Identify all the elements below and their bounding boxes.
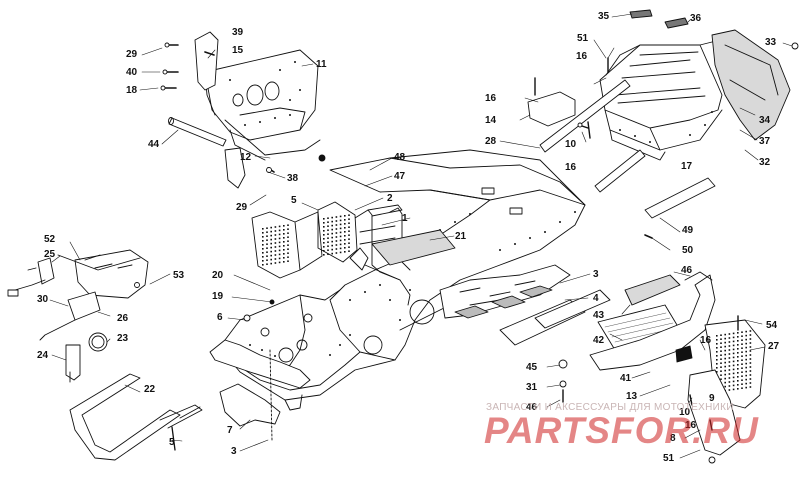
callout-42: 42 (593, 335, 605, 346)
callout-46-upper: 46 (681, 265, 693, 276)
callout-27: 27 (768, 341, 780, 352)
callout-8: 8 (670, 433, 676, 444)
callout-3-upper: 3 (593, 269, 599, 280)
callout-2: 2 (387, 193, 393, 204)
callout-10-upper: 10 (565, 139, 577, 150)
watermark-tagline: ЗАПЧАСТИ И АКСЕССУАРЫ ДЛЯ МОТОТЕХНИКИ (486, 402, 734, 413)
callout-11: 11 (316, 59, 327, 70)
callout-53: 53 (173, 270, 185, 281)
mesh-guard (251, 201, 358, 279)
callout-16-e: 16 (685, 420, 697, 431)
callout-25: 25 (44, 249, 56, 260)
callout-9: 9 (709, 393, 715, 404)
callout-44: 44 (148, 139, 160, 150)
callout-28: 28 (485, 136, 497, 147)
callout-52: 52 (44, 234, 56, 245)
callout-7: 7 (227, 425, 233, 436)
tail-light-assembly (7, 249, 149, 383)
callout-1: 1 (402, 213, 408, 224)
callout-14: 14 (485, 115, 497, 126)
callout-12: 12 (240, 152, 252, 163)
footrest-assembly (499, 271, 766, 464)
callout-54: 54 (766, 320, 778, 331)
callout-32: 32 (759, 157, 771, 168)
upper-bracket-assembly (160, 31, 326, 189)
callout-15: 15 (232, 45, 244, 56)
callout-13: 13 (626, 391, 638, 402)
callout-35: 35 (598, 11, 610, 22)
callout-10-lower: 10 (679, 407, 691, 418)
callout-3-lower: 3 (231, 446, 237, 457)
front-bumper (69, 373, 203, 461)
callout-45: 45 (526, 362, 538, 373)
callout-34: 34 (759, 115, 771, 126)
callout-39: 39 (232, 27, 244, 38)
callout-43: 43 (593, 310, 605, 321)
callout-26: 26 (117, 313, 129, 324)
callout-16-b: 16 (485, 93, 497, 104)
callout-19: 19 (212, 291, 224, 302)
callout-41: 41 (620, 373, 632, 384)
callout-24: 24 (37, 350, 49, 361)
leader-lines (49, 13, 793, 459)
callout-23: 23 (117, 333, 129, 344)
callout-40: 40 (126, 67, 138, 78)
callout-5-lower: 5 (169, 437, 175, 448)
callout-6: 6 (217, 312, 223, 323)
callout-31: 31 (526, 382, 538, 393)
callout-51-upper: 51 (577, 33, 589, 44)
callout-51-lower: 51 (663, 453, 675, 464)
callout-38: 38 (287, 173, 299, 184)
callout-30: 30 (37, 294, 49, 305)
callout-5-upper: 5 (291, 195, 297, 206)
callout-47: 47 (394, 171, 406, 182)
callout-37: 37 (759, 136, 771, 147)
callout-49: 49 (682, 225, 694, 236)
callout-4: 4 (593, 293, 599, 304)
watermark-logo: PARTSFOR.RU (484, 410, 759, 451)
callout-50: 50 (682, 245, 694, 256)
rear-rack-assembly (527, 9, 799, 239)
callout-46-lower: 46 (526, 402, 538, 413)
callout-29-upper: 29 (126, 49, 138, 60)
callout-22: 22 (144, 384, 156, 395)
callout-33: 33 (765, 37, 777, 48)
callout-16-d: 16 (700, 335, 712, 346)
callout-17: 17 (681, 161, 693, 172)
callout-18: 18 (126, 85, 138, 96)
callout-48: 48 (394, 152, 406, 163)
callout-36: 36 (690, 13, 702, 24)
callout-16-a: 16 (576, 51, 588, 62)
callout-29-lower: 29 (236, 202, 248, 213)
main-chassis (209, 149, 586, 411)
callout-20: 20 (212, 270, 224, 281)
front-mount-bracket (219, 299, 281, 441)
callout-16-c: 16 (565, 162, 577, 173)
callout-21: 21 (455, 231, 467, 242)
